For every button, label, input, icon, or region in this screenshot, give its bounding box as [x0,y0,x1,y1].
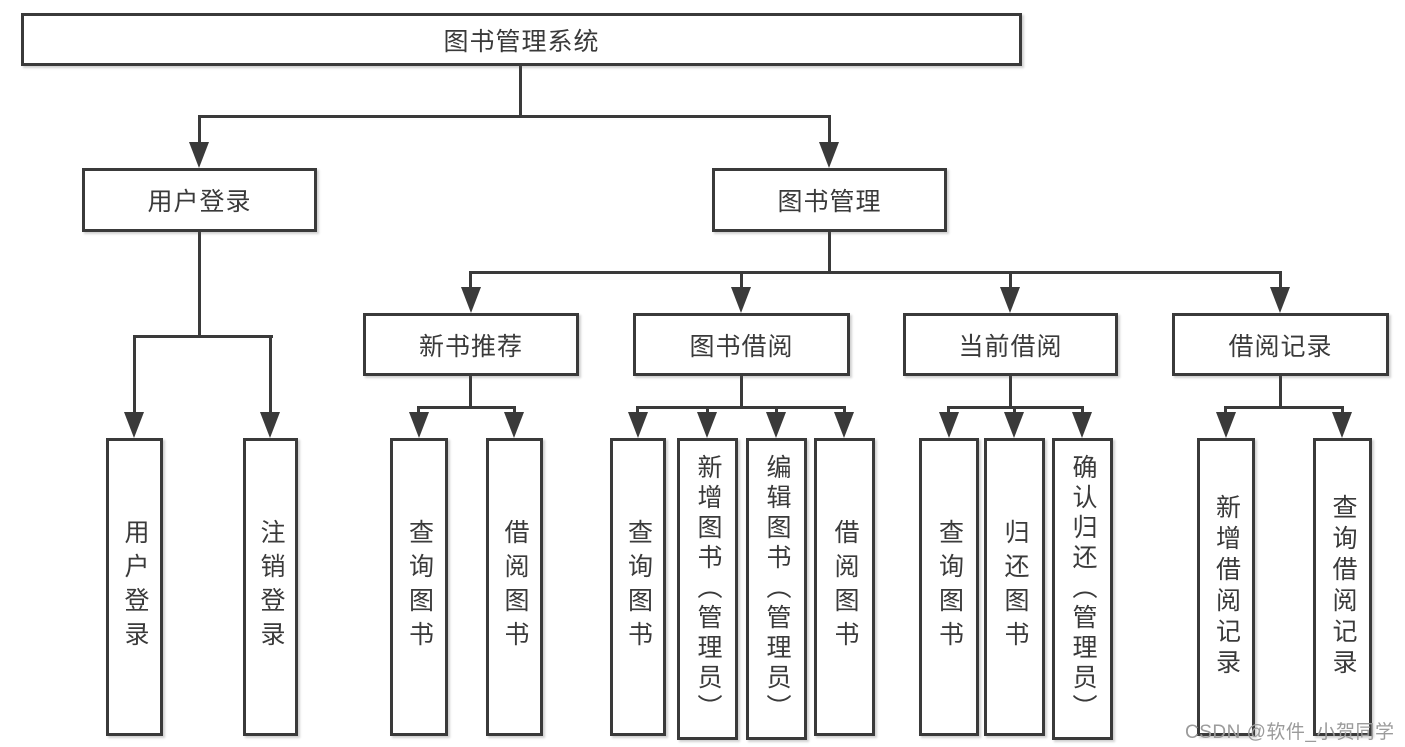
connector-arrow-stem [269,335,272,415]
arrowhead-to-leaf [1004,412,1024,438]
leaf-add-books-admin: 新增图书（管理员） [677,438,738,740]
leaf-confirm-return-admin: 确认归还（管理员） [1052,438,1113,740]
leaf-query-books: 查询图书 [610,438,666,736]
connector-arrow-stem [740,271,743,291]
arrowhead-to-new-book-recommend [461,287,481,313]
connector-stem [469,376,472,409]
leaf-label: 查询图书 [935,519,964,655]
node-label: 用户登录 [147,188,252,216]
node-new-book-recommend: 新书推荐 [363,313,579,376]
node-label: 图书管理系统 [443,27,600,56]
connector-hline [636,406,846,409]
arrowhead-to-leaf [1216,412,1236,438]
arrowhead-to-leaf [1072,412,1092,438]
leaf-logout: 注销登录 [243,438,298,736]
leaf-borrow-books: 借阅图书 [814,438,875,736]
arrowhead-to-leaf [697,412,717,438]
node-book-borrow: 图书借阅 [633,313,850,376]
arrowhead-to-leaf [766,412,786,438]
leaf-label: 借阅图书 [501,519,529,655]
connector-user-stem [198,232,201,338]
connector-bookmgmt-arrow-stem [828,115,831,145]
node-label: 图书管理 [777,188,882,216]
connector-stem [1009,376,1012,409]
leaf-label: 注销登录 [257,519,285,655]
connector-arrow-stem [469,271,472,291]
connector-arrow-stem [1081,406,1084,416]
arrowhead-to-leaf [628,412,648,438]
node-label: 当前借阅 [958,332,1063,361]
arrowhead-to-leaf [409,412,429,438]
leaf-label: 编辑图书（管理员） [763,454,791,724]
connector-arrow-stem [1224,406,1227,416]
arrowhead-to-leaf [939,412,959,438]
connector-root-stem [519,66,522,118]
connector-stem [740,376,743,409]
connector-arrow-stem [1341,406,1344,416]
leaf-user-login: 用户登录 [106,438,163,736]
arrowhead-to-leaf-user-login [124,412,144,438]
leaf-label: 查询借阅记录 [1329,494,1357,680]
leaf-add-borrow-record: 新增借阅记录 [1197,438,1255,736]
connector-arrow-stem [417,406,420,416]
connector-hline [417,406,516,409]
leaf-query-books: 查询图书 [390,438,448,736]
node-label: 新书推荐 [418,332,523,361]
connector-arrow-stem [1013,406,1016,416]
csdn-watermark: CSDN @软件_小贺同学 [1185,722,1395,743]
arrowhead-to-leaf [834,412,854,438]
arrowhead-to-book-management [819,142,839,168]
connector-arrow-stem [775,406,778,416]
connector-arrow-stem [947,406,950,416]
node-label: 图书借阅 [689,332,794,361]
arrowhead-to-leaf [504,412,524,438]
leaf-label: 归还图书 [1001,519,1029,655]
connector-bookmgmt-stem [828,232,831,274]
leaf-edit-books-admin: 编辑图书（管理员） [746,438,807,740]
leaf-label: 查询图书 [405,519,434,655]
leaf-label: 确认归还（管理员） [1069,454,1097,724]
connector-user-arrow-stem [198,115,201,145]
leaf-label: 用户登录 [121,519,149,655]
arrowhead-to-borrow-records [1270,287,1290,313]
connector-arrow-stem [1279,271,1282,291]
node-label: 借阅记录 [1228,332,1333,361]
leaf-label: 查询图书 [624,519,653,655]
connector-level1-hline [198,115,831,118]
connector-arrow-stem [843,406,846,416]
node-library-management-system: 图书管理系统 [21,13,1022,66]
node-book-management-branch: 图书管理 [712,168,947,232]
leaf-query-books: 查询图书 [919,438,979,736]
leaf-label: 新增图书（管理员） [694,454,722,724]
arrowhead-to-book-borrow [731,287,751,313]
leaf-return-books: 归还图书 [984,438,1045,736]
node-borrow-records: 借阅记录 [1172,313,1389,376]
connector-arrow-stem [636,406,639,416]
connector-stem [1279,376,1282,409]
connector-level3-hline [469,271,1282,274]
arrowhead-to-leaf [1332,412,1352,438]
leaf-label: 新增借阅记录 [1212,494,1241,680]
arrowhead-to-current-borrow [1000,287,1020,313]
connector-hline [1224,406,1344,409]
node-user-login-branch: 用户登录 [82,168,317,232]
leaf-query-borrow-record: 查询借阅记录 [1313,438,1372,736]
connector-arrow-stem [133,335,136,415]
node-current-borrow: 当前借阅 [903,313,1118,376]
arrowhead-to-user-login [189,142,209,168]
arrowhead-to-leaf-logout [260,412,280,438]
leaf-label: 借阅图书 [831,519,859,655]
connector-user-hline [133,335,273,338]
connector-arrow-stem [513,406,516,416]
connector-arrow-stem [1009,271,1012,291]
leaf-borrow-books: 借阅图书 [486,438,543,736]
connector-arrow-stem [706,406,709,416]
